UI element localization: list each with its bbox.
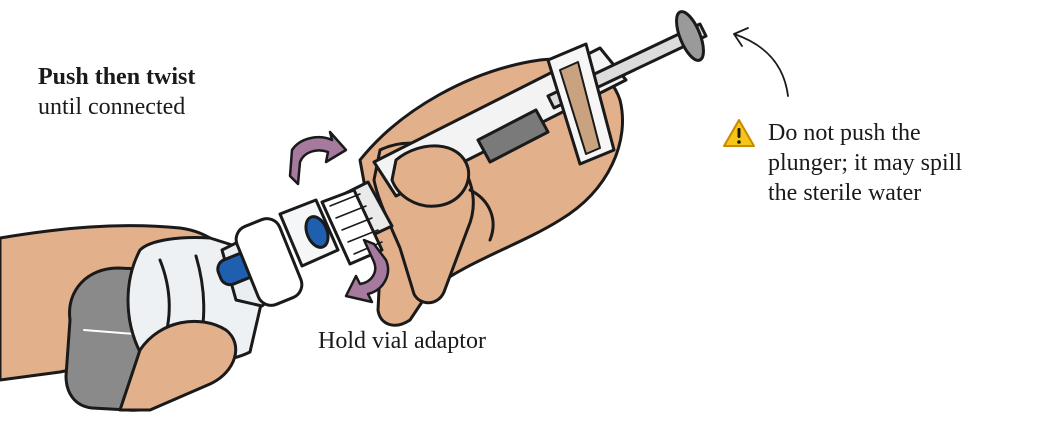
warning-triangle-icon	[722, 118, 756, 148]
thumb	[392, 146, 469, 206]
warning-note: Do not push the plunger; it may spill th…	[768, 118, 962, 208]
warning-line-3: the sterile water	[768, 178, 962, 208]
curved-arrow-icon	[734, 28, 788, 96]
warning-line-2: plunger; it may spill	[768, 148, 962, 178]
instruction-text: Push then twist until connected	[38, 62, 195, 122]
instruction-title: Push then twist	[38, 62, 195, 92]
hold-vial-adaptor-label: Hold vial adaptor	[318, 326, 486, 356]
warning-line-1: Do not push the	[768, 118, 921, 148]
instruction-subtitle: until connected	[38, 92, 195, 122]
twist-arrow-top	[290, 132, 346, 184]
